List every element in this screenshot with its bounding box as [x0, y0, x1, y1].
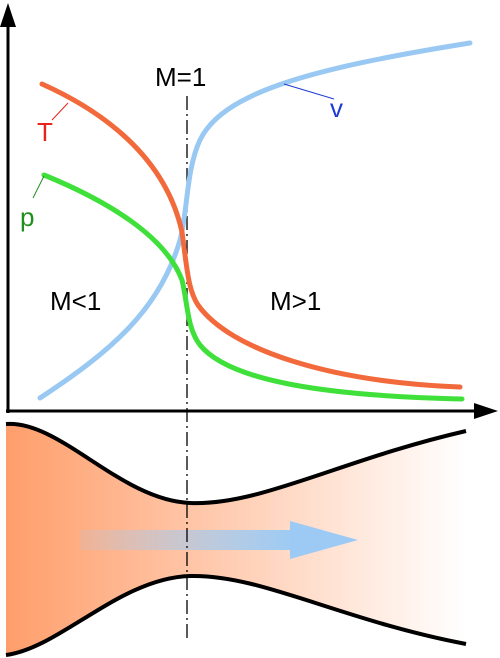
nozzle-upper-wall	[5, 421, 467, 506]
nozzle-lower-wall	[5, 573, 467, 657]
throat-label: M=1	[155, 62, 206, 92]
x-axis-arrowhead	[474, 403, 498, 419]
subsonic-label: M<1	[50, 286, 101, 316]
supersonic-label: M>1	[270, 286, 321, 316]
pressure-leader	[32, 175, 45, 199]
velocity-leader	[283, 83, 335, 100]
y-axis-arrowhead	[0, 3, 16, 27]
velocity-label: v	[330, 93, 343, 123]
temperature-label: T	[37, 117, 53, 147]
temperature-curve	[39, 81, 463, 390]
velocity-curve	[37, 40, 473, 401]
temperature-leader	[51, 102, 69, 121]
pressure-label: p	[20, 202, 34, 232]
pressure-curve	[41, 172, 465, 402]
axes	[0, 3, 498, 419]
